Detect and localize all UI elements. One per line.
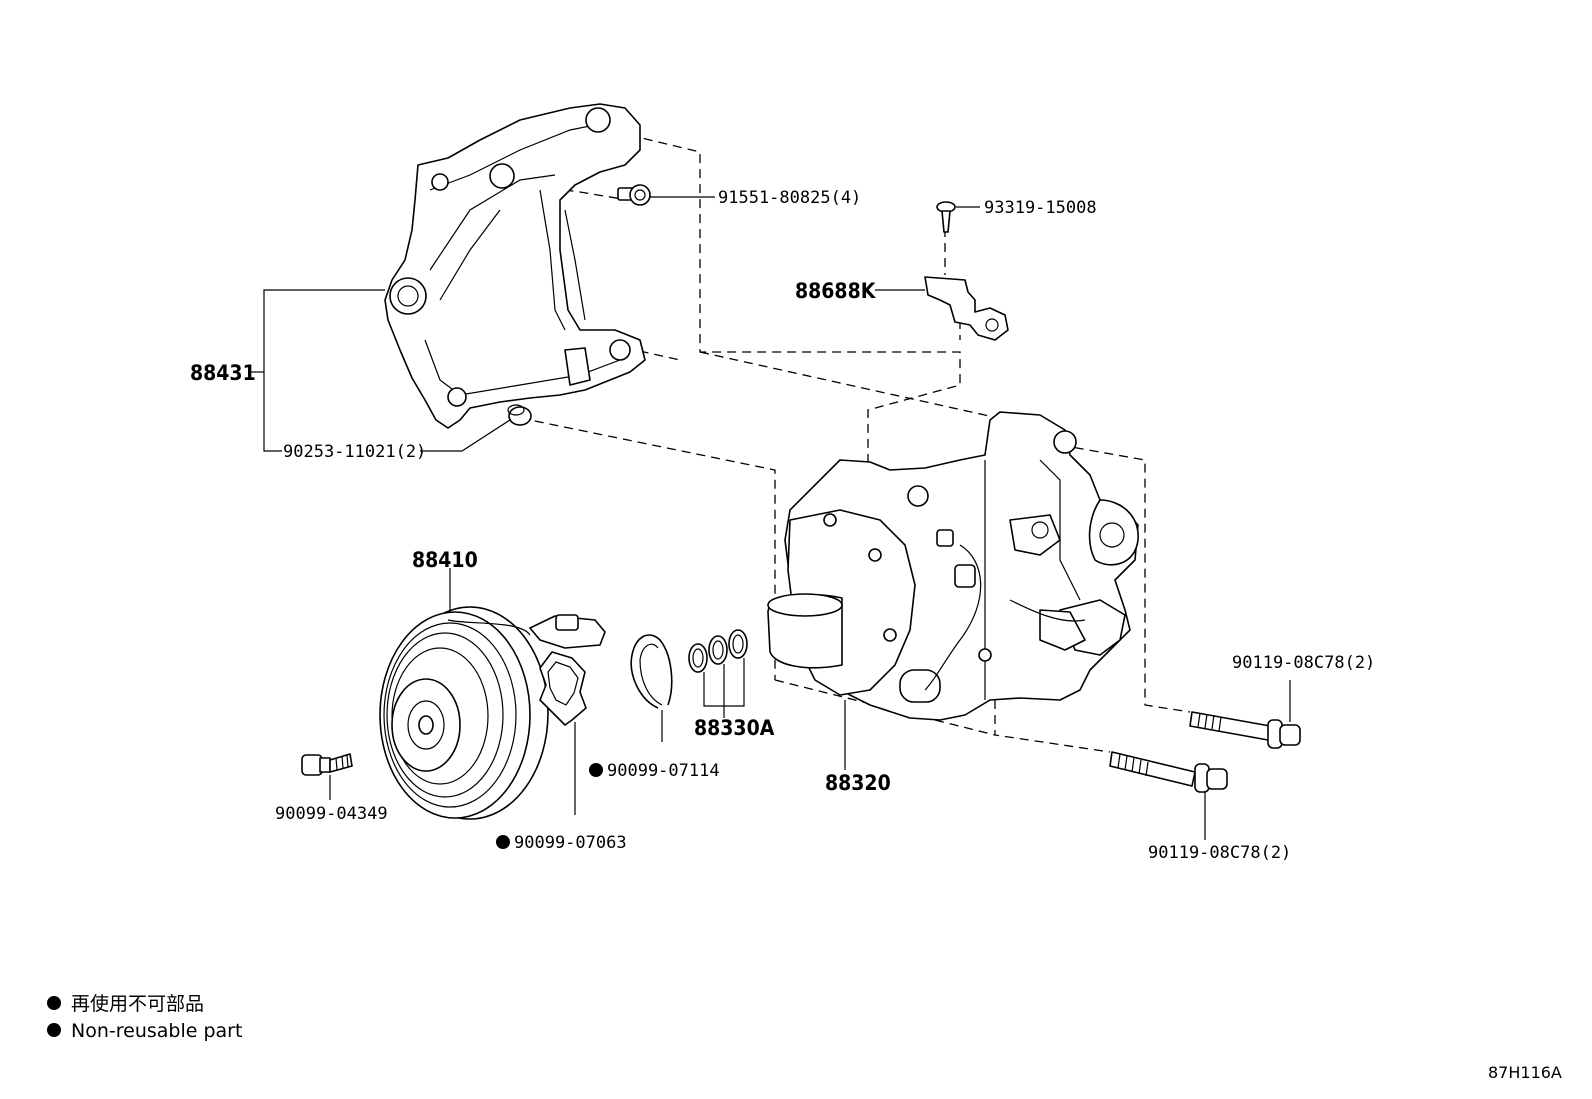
screw-93319-icon [936, 201, 980, 233]
label-88320: 88320 [825, 771, 891, 795]
bolt-90119-lower-icon [1109, 751, 1228, 840]
shims-88330A-icon [688, 629, 748, 718]
shim-90099-07063-icon [539, 651, 587, 815]
magnet-clutch-88410 [379, 568, 606, 820]
snap-ring-90099-07114-icon [630, 634, 673, 742]
leader-88431 [250, 289, 511, 452]
legend-line-english: Non-reusable part [71, 1020, 242, 1042]
legend: 再使用不可部品 Non-reusable part [47, 993, 242, 1042]
legend-dot-icon [47, 996, 61, 1010]
bolt-91551-icon [617, 184, 715, 206]
label-90119-08C78-upper: 90119-08C78(2) [1232, 653, 1375, 673]
legend-dot-icon [47, 1023, 61, 1037]
label-90119-08C78-lower: 90119-08C78(2) [1148, 843, 1291, 863]
label-90253-11021: 90253-11021(2) [283, 442, 426, 462]
non-reusable-dot-icon [496, 835, 510, 849]
legend-line-japanese: 再使用不可部品 [71, 993, 204, 1015]
label-90099-04349: 90099-04349 [275, 804, 388, 824]
label-90099-07114: 90099-07114 [607, 761, 720, 781]
harness-bracket-88688K-icon [875, 276, 1009, 341]
bolt-90099-04349-icon [301, 753, 353, 800]
diagram-code: 87H116A [1488, 1063, 1562, 1082]
label-88688K: 88688K [795, 279, 877, 303]
label-93319-15008: 93319-15008 [984, 198, 1097, 218]
non-reusable-dot-icon [589, 763, 603, 777]
label-88410: 88410 [412, 548, 478, 572]
compressor-88320 [767, 411, 1139, 770]
collar-90253-icon [507, 404, 532, 426]
bolt-90119-upper-icon [1189, 680, 1301, 749]
label-91551-80825: 91551-80825(4) [718, 188, 861, 208]
label-88330A: 88330A [694, 716, 775, 740]
compressor-bracket-88431 [384, 103, 646, 429]
label-90099-07063: 90099-07063 [514, 833, 627, 853]
label-88431: 88431 [190, 361, 256, 385]
